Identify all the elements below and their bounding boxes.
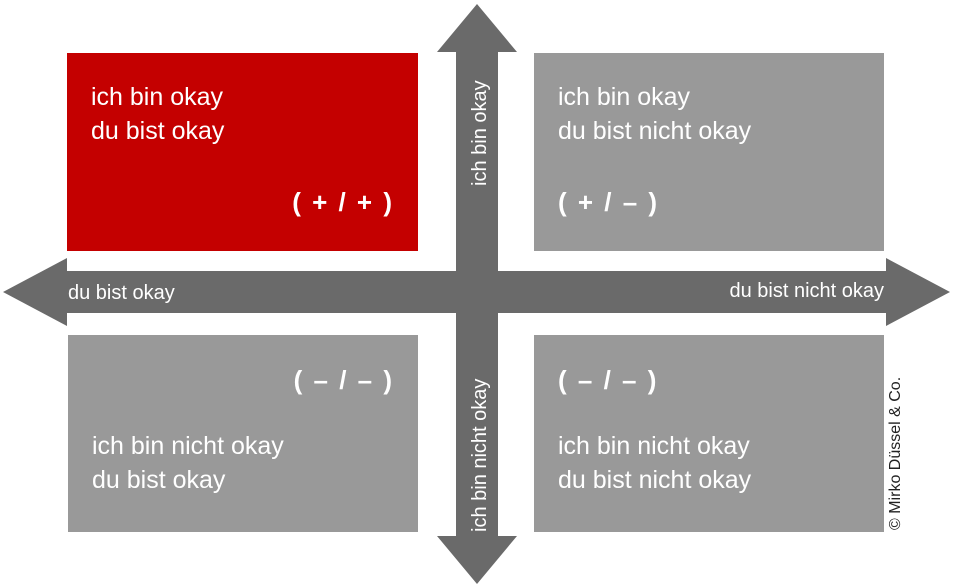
quadrant-symbol: ( – / – ) xyxy=(558,365,659,395)
quadrant-bottom-left: ( – / – ) ich bin nicht okay du bist oka… xyxy=(68,335,418,532)
copyright-notice: © Mirko Düssel & Co. xyxy=(887,376,904,530)
quadrant-symbol: ( + / – ) xyxy=(558,187,660,217)
quadrant-line-2: du bist nicht okay xyxy=(558,466,752,494)
quadrant-line-1: ich bin okay xyxy=(558,83,691,111)
quadrant-top-left: ich bin okay du bist okay ( + / + ) xyxy=(67,53,418,251)
quadrant-line-2: du bist okay xyxy=(91,117,225,145)
quadrant-line-1: ich bin nicht okay xyxy=(92,432,284,460)
axis-label-left: du bist okay xyxy=(68,282,175,304)
quadrant-top-right: ich bin okay du bist nicht okay ( + / – … xyxy=(534,53,884,251)
axis-label-bottom: ich bin nicht okay xyxy=(469,378,491,532)
quadrant-line-1: ich bin nicht okay xyxy=(558,432,750,460)
quadrant-line-2: du bist nicht okay xyxy=(558,117,752,145)
axis-label-right: du bist nicht okay xyxy=(729,280,884,302)
quadrant-symbol: ( – / – ) xyxy=(293,365,394,395)
quadrant-line-2: du bist okay xyxy=(92,466,226,494)
axis-label-top: ich bin okay xyxy=(469,80,491,186)
quadrant-symbol: ( + / + ) xyxy=(292,187,394,217)
vertical-axis-arrow xyxy=(437,4,517,584)
quadrant-bottom-right: ( – / – ) ich bin nicht okay du bist nic… xyxy=(534,335,884,532)
quadrant-line-1: ich bin okay xyxy=(91,83,224,111)
